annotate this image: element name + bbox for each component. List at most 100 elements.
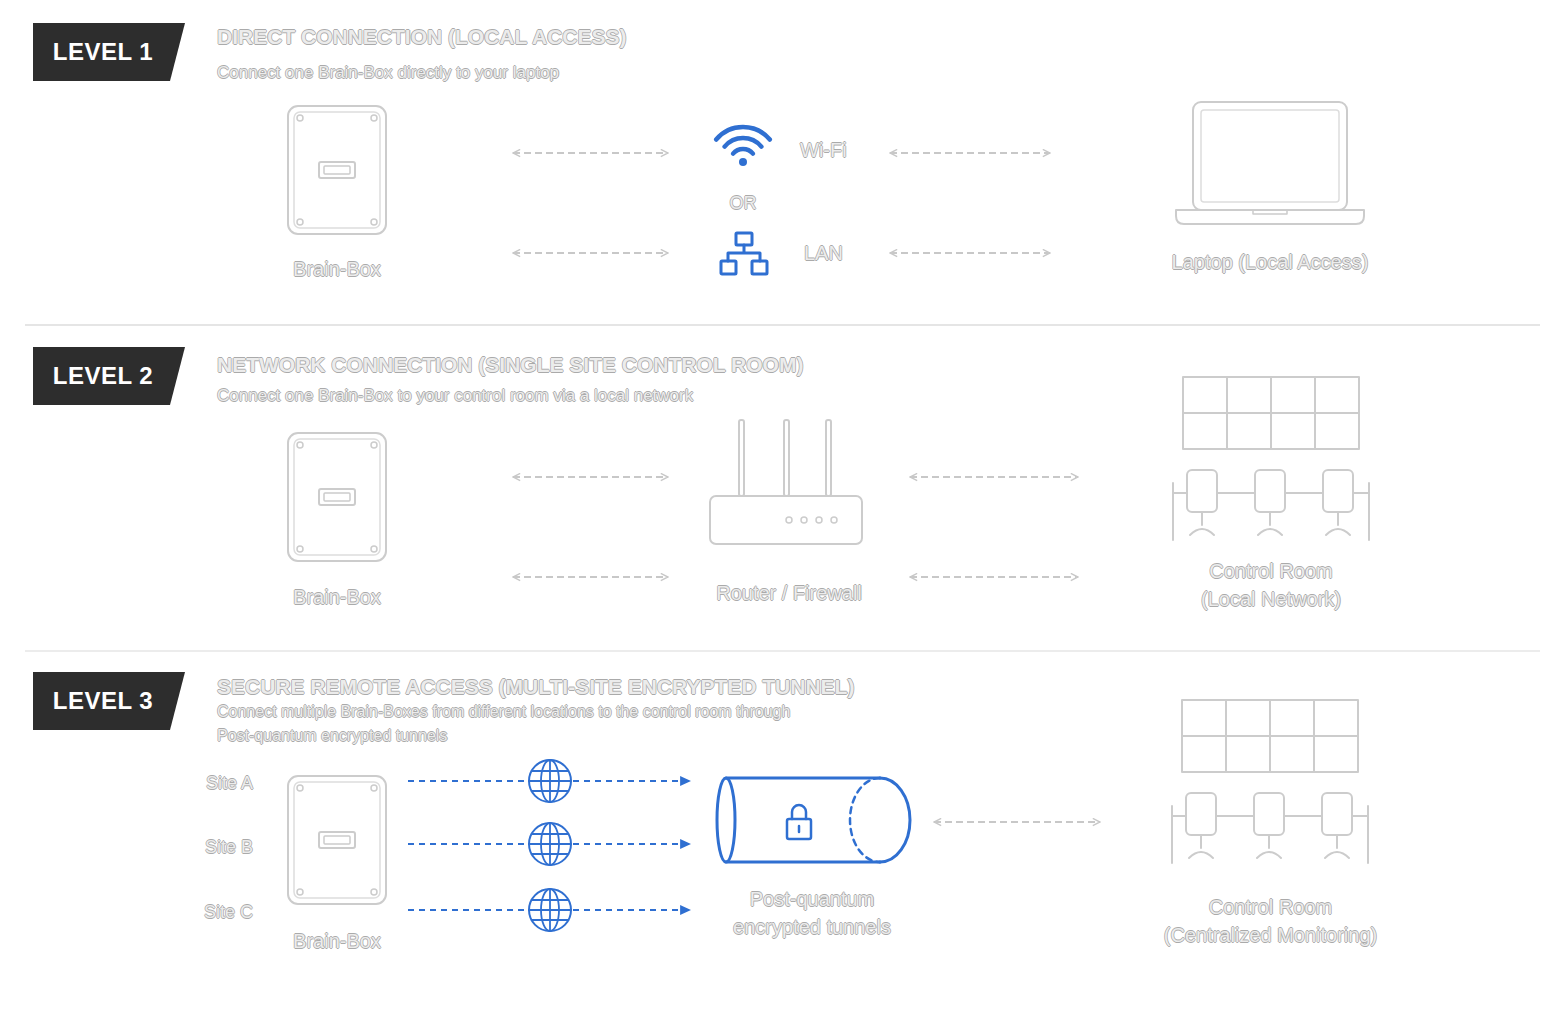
video-wall-screen [1271, 413, 1315, 449]
device-node: Brain-Box [161, 427, 513, 612]
video-wall-screen [1227, 413, 1271, 449]
device-slot [319, 162, 355, 178]
wifi-arc [733, 149, 753, 154]
video-wall-screen [1270, 736, 1314, 772]
chair-base [1325, 835, 1349, 858]
tunnel-end-hidden [850, 778, 880, 862]
chair-base [1326, 512, 1350, 535]
wifi-arc [716, 127, 770, 140]
node-label: Post-quantum encrypted tunnels [712, 885, 912, 941]
device-slot [319, 832, 355, 848]
device-screw [371, 785, 377, 791]
device-slot-inner [324, 836, 350, 844]
device-node: Brain-Box [161, 100, 513, 290]
globe-outline [529, 760, 571, 802]
wifi-dot [739, 158, 747, 166]
banner-shape [33, 672, 185, 730]
globe-grid [529, 760, 571, 802]
chair-base [1190, 512, 1214, 535]
node-icon [720, 231, 768, 276]
router-antenna [739, 420, 744, 496]
node-icon [1175, 100, 1365, 227]
globe-outline [529, 823, 571, 865]
router-led [831, 517, 837, 523]
device-outline [288, 433, 386, 561]
device-screw [297, 219, 303, 225]
router-led [801, 517, 807, 523]
node-label: Router / Firewall [668, 579, 910, 607]
chair-base [1257, 835, 1281, 858]
node-icon [287, 432, 387, 562]
link-arrow [910, 576, 1078, 578]
link-arrow [934, 821, 1100, 823]
node-label: Brain-Box [266, 927, 408, 955]
node-label: Brain-Box [161, 583, 513, 611]
router-body [710, 496, 862, 544]
video-wall-screen [1226, 736, 1270, 772]
connector-group [408, 153, 1100, 910]
link-arrow [910, 476, 1078, 478]
globe-symbol [529, 760, 571, 802]
lock-shackle [792, 805, 806, 819]
lan-box [736, 233, 752, 245]
or-label: OR [713, 188, 773, 218]
video-wall-screen [1315, 413, 1359, 449]
section-subtitle: Connect multiple Brain-Boxes from differ… [217, 700, 827, 748]
site-label: Site B [183, 832, 253, 862]
tunnel-end [880, 778, 910, 862]
node-icon [287, 105, 387, 235]
link-arrow [890, 252, 1050, 254]
node-icon [709, 418, 869, 548]
video-wall-screen [1271, 377, 1315, 413]
tunnel-end [717, 778, 735, 862]
video-wall-screen [1183, 413, 1227, 449]
level-badge: LEVEL 1 [33, 23, 185, 81]
link-arrow [513, 476, 668, 478]
node-label: Laptop (Local Access) [1050, 248, 1490, 276]
router-led [786, 517, 792, 523]
device-screw [297, 785, 303, 791]
laptop-display [1201, 110, 1339, 202]
control-room-node: Control Room (Centralized Monitoring) [1100, 695, 1440, 945]
node-label: Brain-Box [161, 255, 513, 283]
operator-chair [1187, 470, 1217, 512]
node-label: Control Room (Local Network) [1186, 557, 1356, 613]
level-badge: LEVEL 2 [33, 347, 185, 405]
device-screw [297, 442, 303, 448]
node-label: LAN [804, 239, 888, 267]
tunnel-link-arrow [408, 780, 690, 782]
section-title: NETWORK CONNECTION (SINGLE SITE CONTROL … [217, 350, 977, 380]
router-led [816, 517, 822, 523]
link-arrow [513, 576, 668, 578]
node-icon [1170, 698, 1370, 868]
router-antenna [826, 420, 831, 496]
section-title: DIRECT CONNECTION (LOCAL ACCESS) [217, 22, 917, 52]
banner-shape [33, 23, 185, 81]
operator-chair [1254, 793, 1284, 835]
device-slot-inner [324, 493, 350, 501]
lock-keyhole [798, 826, 801, 832]
device-screw [371, 219, 377, 225]
section-subtitle: Connect one Brain-Box directly to your l… [217, 58, 917, 88]
device-screw [371, 115, 377, 121]
laptop-base [1176, 210, 1364, 224]
site-label: Site A [183, 768, 253, 798]
device-outline [288, 776, 386, 904]
level-badge: LEVEL 3 [33, 672, 185, 730]
node-icon [287, 775, 387, 905]
video-wall-screen [1226, 700, 1270, 736]
device-screw [297, 115, 303, 121]
device-slot-inner [324, 166, 350, 174]
device-screw [371, 442, 377, 448]
level-separator [25, 324, 1540, 326]
device-slot [319, 489, 355, 505]
router-node: Router / Firewall [668, 415, 910, 610]
chair-base [1189, 835, 1213, 858]
node-icon [713, 118, 773, 168]
lan-box [752, 261, 767, 274]
globe-symbol [529, 823, 571, 865]
tunnel-link-arrow [408, 843, 690, 845]
video-wall-screen [1182, 700, 1226, 736]
link-arrow [513, 252, 668, 254]
